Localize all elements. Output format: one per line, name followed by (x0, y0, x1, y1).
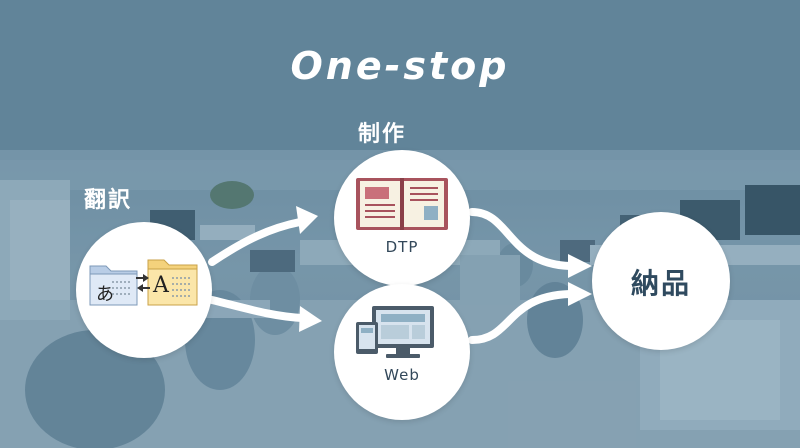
translation-label: 翻訳 (84, 188, 133, 213)
book-icon (356, 178, 448, 230)
arrow-web-to-delivery (468, 290, 574, 344)
arrow-translation-to-dtp-head (296, 206, 318, 234)
dtp-label: DTP (385, 238, 419, 256)
arrow-web-to-delivery-head (568, 282, 592, 306)
arrow-translation-to-web-head (299, 306, 322, 332)
dtp-node: DTP (334, 150, 470, 286)
translation-folders-icon (89, 259, 198, 306)
delivery-node: 納品 (592, 212, 730, 350)
production-label: 制作 (358, 122, 407, 147)
delivery-label: 納品 (630, 267, 691, 300)
web-label: Web (384, 366, 420, 384)
arrow-dtp-to-delivery-head (568, 254, 592, 278)
web-node: Web (334, 284, 470, 420)
devices-icon (356, 306, 434, 358)
arrow-dtp-to-delivery (468, 208, 574, 270)
page-title: One-stop (290, 44, 510, 88)
translation-node: あ A (76, 222, 212, 358)
arrow-translation-to-dtp (208, 218, 304, 266)
source-glyph: あ (96, 284, 114, 305)
arrow-translation-to-web (208, 296, 306, 322)
target-glyph: A (153, 273, 169, 298)
